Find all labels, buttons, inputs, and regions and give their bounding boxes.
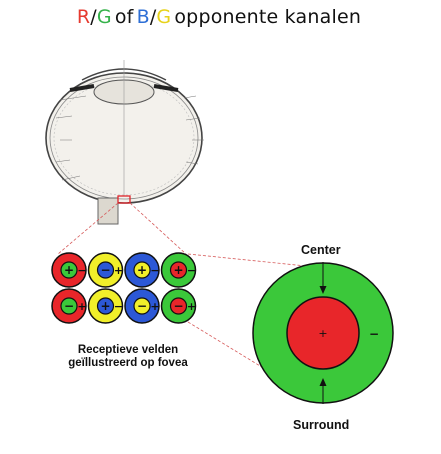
surround-label: Surround — [293, 418, 350, 432]
title-g-1: G — [96, 6, 112, 28]
center-sign: − — [137, 299, 147, 313]
surround-sign: + — [187, 300, 196, 313]
center-spot — [133, 261, 151, 279]
center-spot — [169, 297, 188, 315]
surround-sign: + — [77, 300, 86, 313]
surround-sign: − — [114, 300, 123, 313]
center-disc — [286, 296, 360, 370]
receptive-field-cell: +− — [124, 252, 160, 288]
receptive-field-grid: +−−++−+−−++−−+−+ — [51, 252, 197, 324]
center-spot — [169, 261, 188, 279]
eye-cross-section-icon — [45, 60, 204, 225]
surround-sign: − — [150, 264, 159, 277]
center-sign: − — [100, 263, 110, 277]
center-spot — [60, 297, 78, 315]
receptive-field-cell: −+ — [87, 252, 124, 288]
center-spot — [60, 261, 78, 279]
surround-sign: + — [114, 264, 123, 277]
surround-sign: − — [187, 264, 196, 277]
title-slash-1: / — [90, 6, 97, 28]
title-g-2: G — [156, 6, 172, 28]
title-of: of — [114, 6, 134, 28]
center-sign: + — [64, 263, 74, 277]
caption-line-1: Receptieve velden — [77, 344, 179, 356]
center-sign: + — [100, 299, 110, 313]
receptive-field-cell: +− — [160, 252, 197, 288]
center-sign: + — [137, 263, 147, 277]
surround-sign: + — [150, 300, 159, 313]
big-surround-sign: − — [369, 327, 379, 341]
grid-caption: Receptieve velden geïllustreerd op fovea — [48, 344, 208, 370]
center-spot — [96, 261, 115, 279]
title-slash-2: / — [149, 6, 157, 28]
surround-sign: − — [77, 264, 86, 277]
center-sign: − — [64, 299, 74, 313]
big-receptive-field: + − — [252, 262, 394, 404]
receptive-field-cell: +− — [51, 252, 87, 288]
caption-line-2: geïllustreerd op fovea — [68, 357, 188, 369]
center-spot — [133, 297, 151, 315]
title-r: R — [76, 6, 91, 28]
receptive-field-cell: −+ — [124, 288, 160, 324]
center-label: Center — [301, 243, 341, 257]
receptive-field-cell: −+ — [160, 288, 197, 324]
center-sign: + — [173, 263, 183, 277]
title-rest: opponente kanalen — [174, 6, 362, 28]
center-sign: − — [173, 299, 183, 313]
receptive-field-cell: −+ — [51, 288, 87, 324]
big-center-sign: + — [318, 327, 327, 340]
title-b: B — [136, 6, 150, 28]
receptive-field-cell: +− — [87, 288, 124, 324]
center-spot — [96, 297, 115, 315]
